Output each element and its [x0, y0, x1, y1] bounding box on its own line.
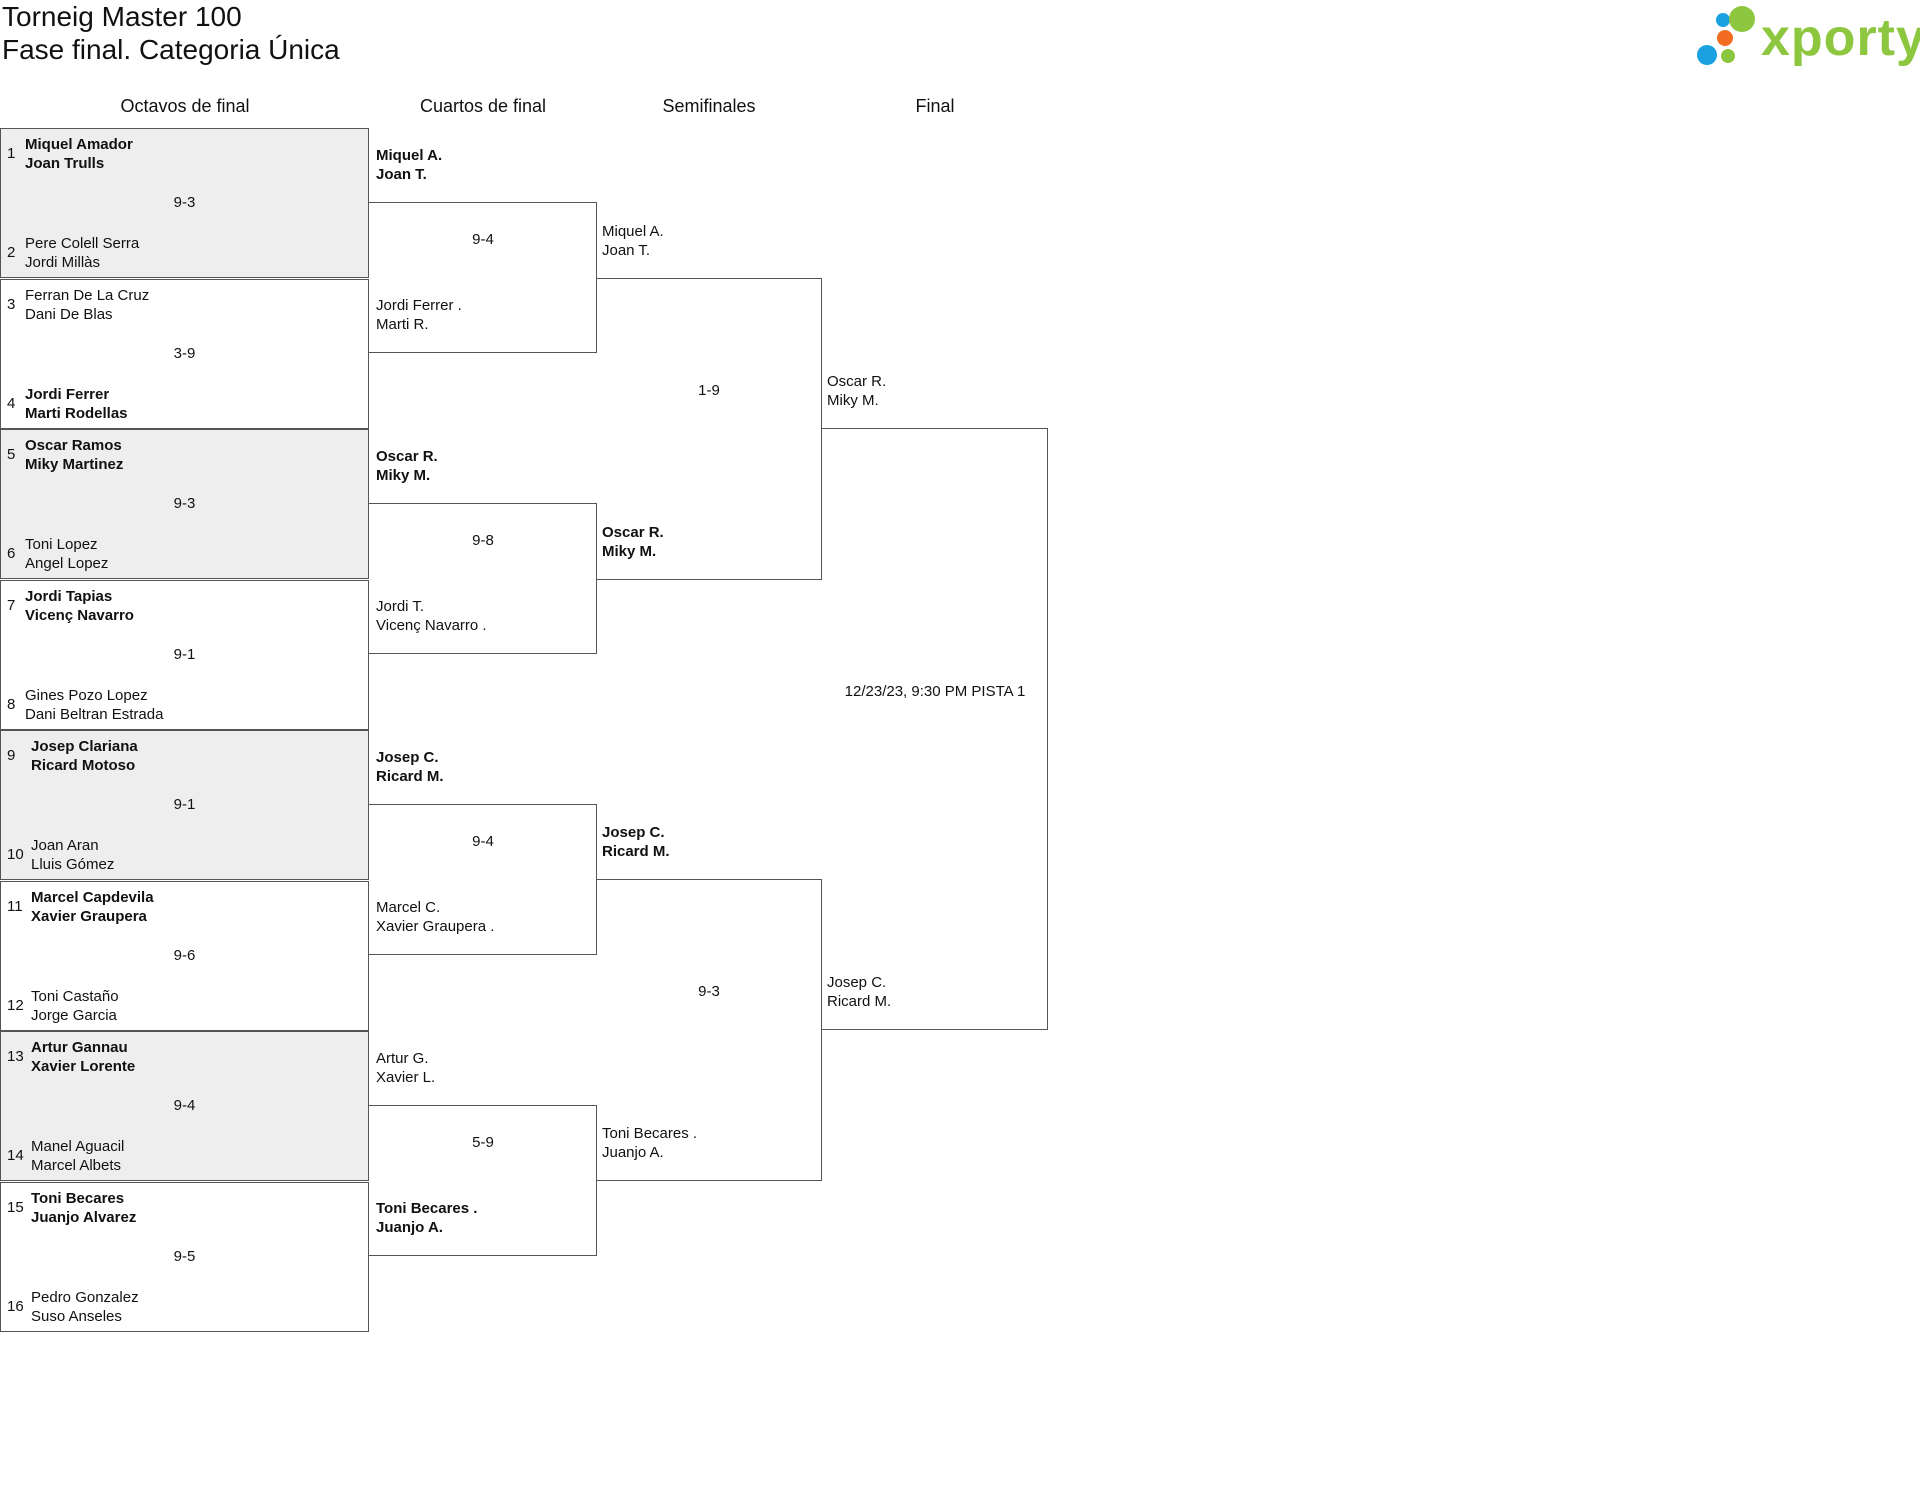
seed-number: 14: [7, 1147, 24, 1164]
xporty-logo-mark: [1697, 6, 1755, 65]
round-header-final: Final: [915, 96, 955, 116]
sf1-team-a: Miquel A.Joan T.: [602, 223, 664, 259]
final-team-b: Josep C.Ricard M.: [827, 974, 892, 1010]
seed-number: 16: [7, 1298, 24, 1315]
qf-bracket-1: [369, 202, 597, 353]
seed-number: 11: [7, 898, 23, 915]
qf1-score: 9-4: [472, 231, 494, 248]
final-bracket: [822, 428, 1048, 1030]
qf2-score: 9-8: [472, 532, 494, 549]
round-header-qf: Cuartos de final: [419, 96, 547, 116]
seed-number: 9: [7, 747, 16, 764]
seed-number: 1: [7, 145, 16, 162]
phase-subtitle: Fase final. Categoria Única: [2, 34, 340, 65]
qf3-team-a: Josep C.Ricard M.: [376, 749, 444, 785]
r16-score: 9-3: [173, 495, 196, 512]
qf4-team-a: Artur G.Xavier L.: [376, 1050, 436, 1086]
seed-number: 8: [7, 696, 16, 713]
xporty-logo: xporty: [1695, 4, 1920, 74]
seed-number: 3: [7, 296, 16, 313]
qf1-team-b: Jordi Ferrer .Marti R.: [376, 297, 462, 333]
qf2-team-a: Oscar R.Miky M.: [376, 448, 438, 484]
round-header-r16: Octavos de final: [120, 96, 250, 116]
seed-number: 12: [7, 997, 24, 1014]
seed-number: 10: [7, 846, 24, 863]
qf-bracket-2: [369, 503, 597, 654]
sf-bracket-1: [596, 278, 822, 580]
sf2-score: 9-3: [698, 983, 720, 1000]
seed-number: 6: [7, 545, 16, 562]
sf1-team-b: Oscar R.Miky M.: [602, 524, 664, 560]
qf3-team-b: Marcel C.Xavier Graupera .: [376, 899, 495, 935]
qf3-score: 9-4: [472, 833, 494, 850]
round-header-sf: Semifinales: [662, 96, 756, 116]
r16-score: 9-6: [173, 947, 196, 964]
sf-bracket-2: [596, 879, 822, 1181]
seed-number: 13: [7, 1048, 24, 1065]
r16-score: 9-1: [173, 796, 196, 813]
qf4-team-b: Toni Becares .Juanjo A.: [376, 1200, 478, 1236]
xporty-logo-text: xporty: [1761, 9, 1920, 67]
qf1-team-a: Miquel A.Joan T.: [376, 147, 443, 183]
r16-score: 9-1: [173, 646, 196, 663]
sf2-team-b: Toni Becares .Juanjo A.: [602, 1125, 698, 1161]
final-team-a: Oscar R.Miky M.: [827, 373, 887, 409]
qf4-score: 5-9: [472, 1134, 494, 1151]
r16-score: 9-3: [173, 194, 196, 211]
tournament-title: Torneig Master 100: [2, 1, 242, 32]
seed-number: 4: [7, 395, 16, 412]
sf2-team-a: Josep C.Ricard M.: [602, 824, 670, 860]
seed-number: 5: [7, 446, 16, 463]
qf2-team-b: Jordi T.Vicenç Navarro .: [376, 598, 487, 634]
seed-number: 15: [7, 1199, 24, 1216]
r16-score: 9-5: [173, 1248, 196, 1265]
seed-number: 2: [7, 244, 16, 261]
final-schedule: 12/23/23, 9:30 PM PISTA 1: [844, 683, 1026, 700]
sf1-score: 1-9: [698, 382, 720, 399]
r16-score: 3-9: [173, 345, 196, 362]
r16-score: 9-4: [173, 1097, 196, 1114]
seed-number: 7: [7, 597, 16, 614]
